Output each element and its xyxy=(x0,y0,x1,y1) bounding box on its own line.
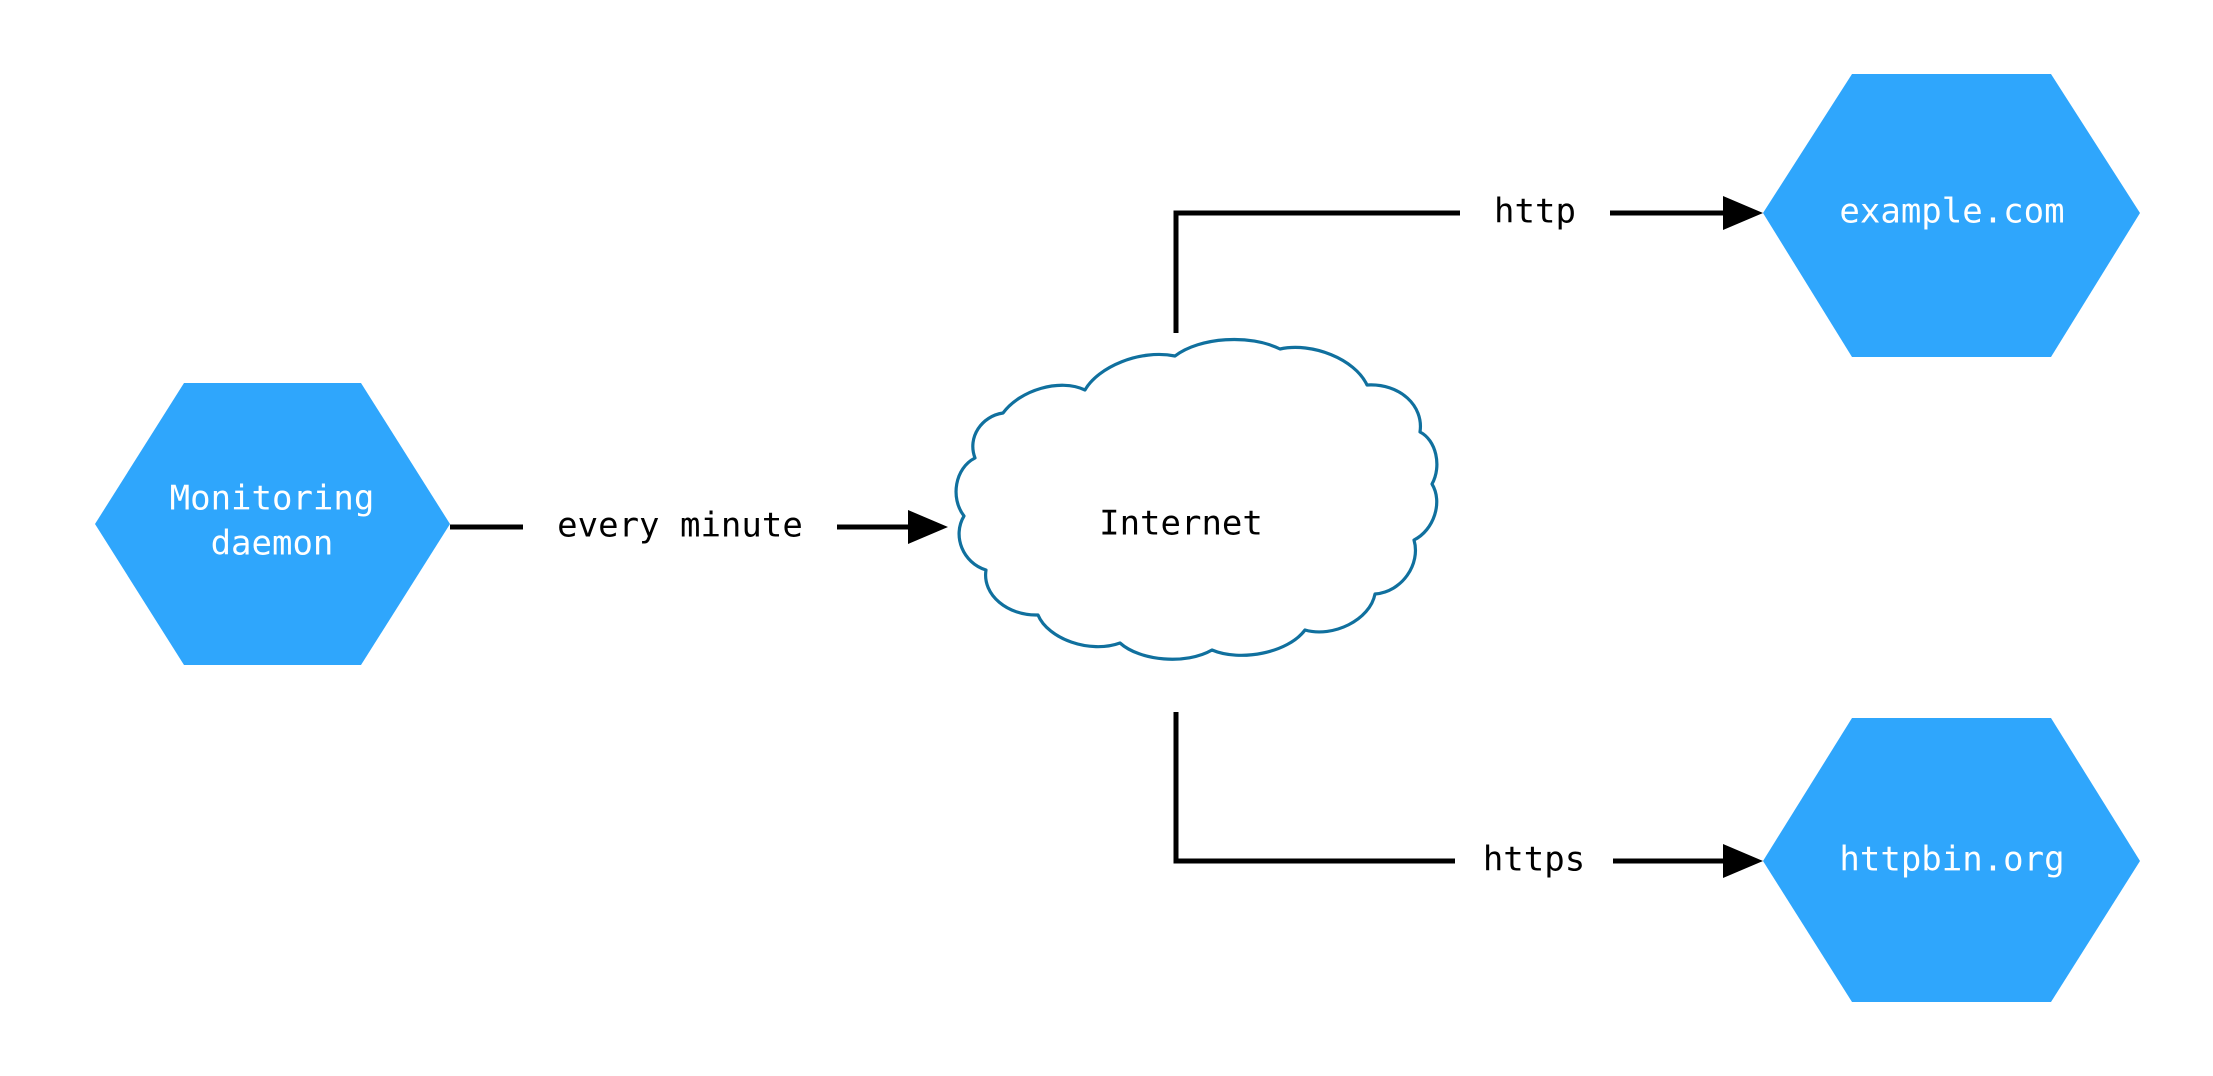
hexagon-shape-example-com[interactable] xyxy=(1763,74,2140,357)
edge-internet-to-httpbin: https xyxy=(1173,712,1763,880)
node-example-com[interactable]: example.com xyxy=(1763,74,2140,357)
cloud-shape-internet[interactable] xyxy=(954,337,1439,661)
edge-label-http: http xyxy=(1494,192,1576,232)
arrow-head-to-example xyxy=(1723,196,1763,230)
node-label-monitoring-daemon-line2: daemon xyxy=(211,524,334,564)
node-label-monitoring-daemon-line1: Monitoring xyxy=(170,479,375,519)
edge-daemon-to-internet: every minute xyxy=(450,506,948,546)
hexagon-shape-httpbin-org[interactable] xyxy=(1763,718,2140,1002)
edge-label-https: https xyxy=(1483,840,1585,880)
arrow-head-to-internet xyxy=(908,510,948,544)
hexagon-shape-monitoring-daemon[interactable] xyxy=(95,383,450,665)
arrow-head-to-httpbin xyxy=(1723,844,1763,878)
node-internet[interactable]: Internet xyxy=(954,337,1439,661)
edge-path-https-elbow xyxy=(1173,712,1455,864)
node-httpbin-org[interactable]: httpbin.org xyxy=(1763,718,2140,1002)
node-monitoring-daemon[interactable]: Monitoring daemon xyxy=(95,383,450,665)
edge-path-http-elbow xyxy=(1173,210,1460,333)
node-label-example-com: example.com xyxy=(1839,192,2064,232)
edge-label-every-minute: every minute xyxy=(557,506,803,546)
node-label-httpbin-org: httpbin.org xyxy=(1839,840,2064,880)
node-label-internet: Internet xyxy=(1099,504,1263,544)
edge-internet-to-example: http xyxy=(1173,192,1763,333)
